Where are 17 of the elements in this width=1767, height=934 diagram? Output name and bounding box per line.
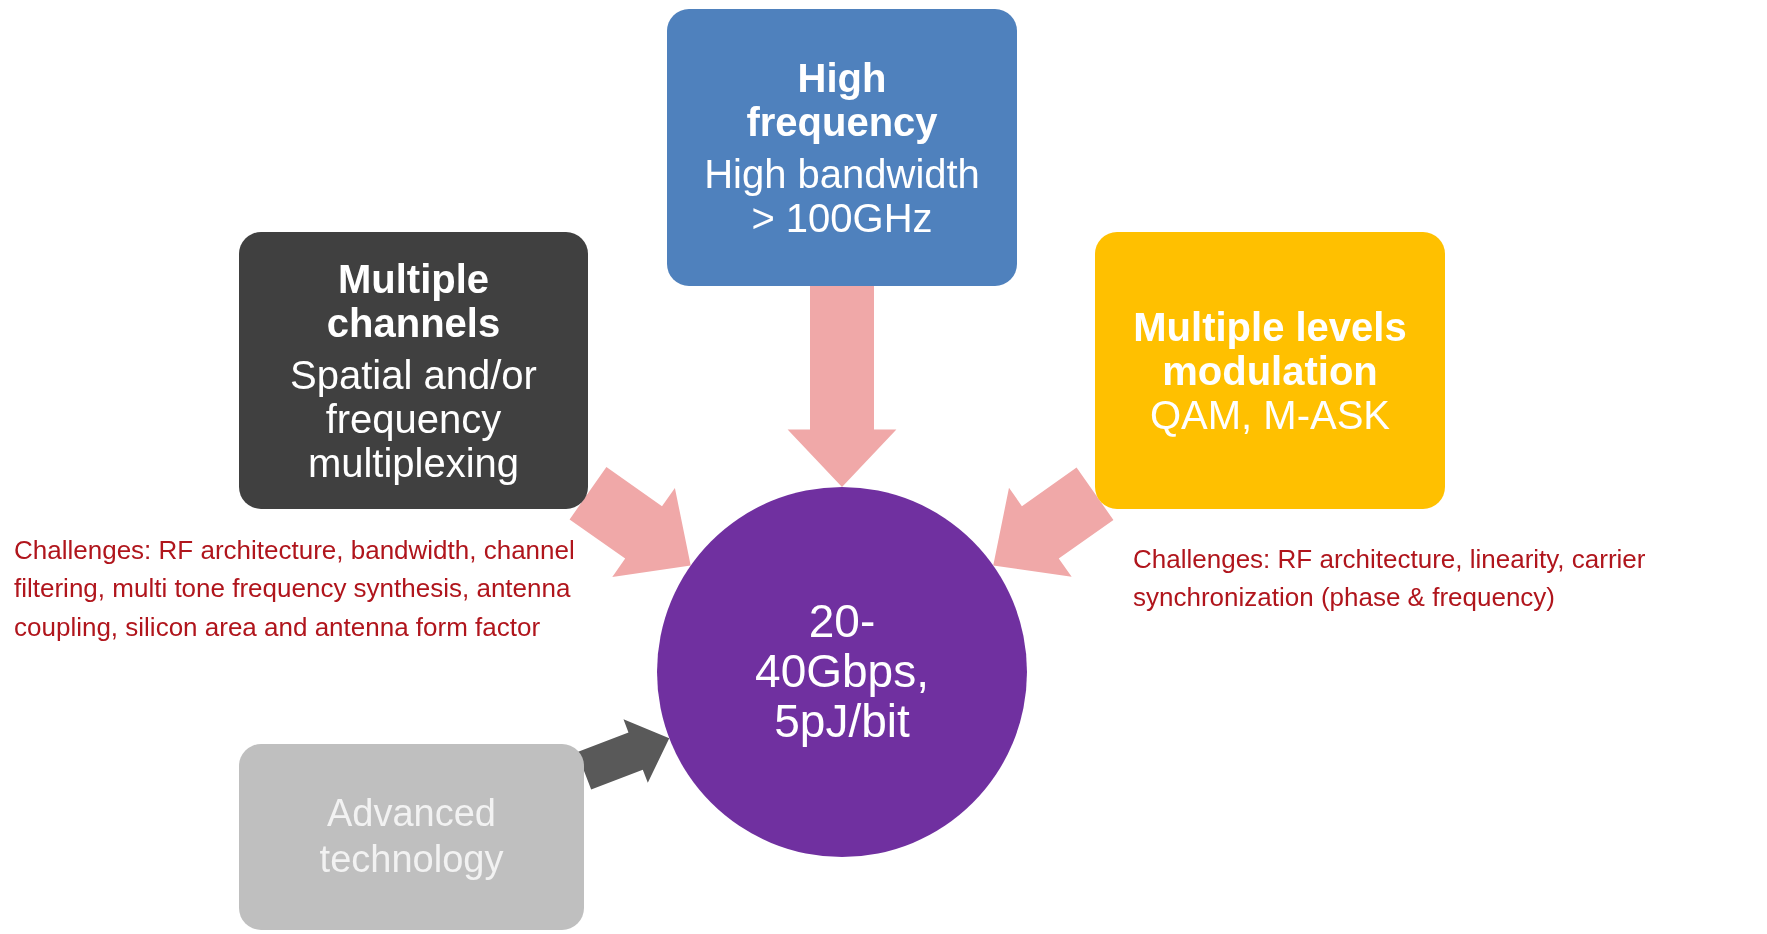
- box-text: QAM, M-ASK: [1149, 392, 1391, 437]
- process-box: [239, 744, 584, 930]
- block-arrow: [576, 719, 670, 790]
- block-arrow: [787, 286, 897, 487]
- box-title: Multiple levels modulation: [1132, 304, 1408, 393]
- process-box: [1095, 232, 1445, 509]
- box-title: High frequency: [745, 55, 939, 144]
- box-text: Spatial and/or frequency multiplexing: [289, 352, 538, 485]
- box-title: Multiple channels: [325, 256, 502, 345]
- block-arrow: [569, 467, 691, 577]
- box-text: 20-40Gbps, 5pJ/bit: [754, 597, 930, 747]
- block-arrow: [993, 467, 1114, 577]
- process-box: [667, 9, 1017, 286]
- process-box: [239, 232, 588, 509]
- box-text: High bandwidth > 100GHz: [703, 151, 981, 240]
- challenges-note: Challenges: RF architecture, bandwidth, channel filtering, multi tone frequency synthesis, antenna coupling, silicon area and antenna form factor: [14, 534, 576, 644]
- challenges-note: Challenges: RF architecture, linearity, carrier synchronization (phase & frequency): [1133, 543, 1647, 615]
